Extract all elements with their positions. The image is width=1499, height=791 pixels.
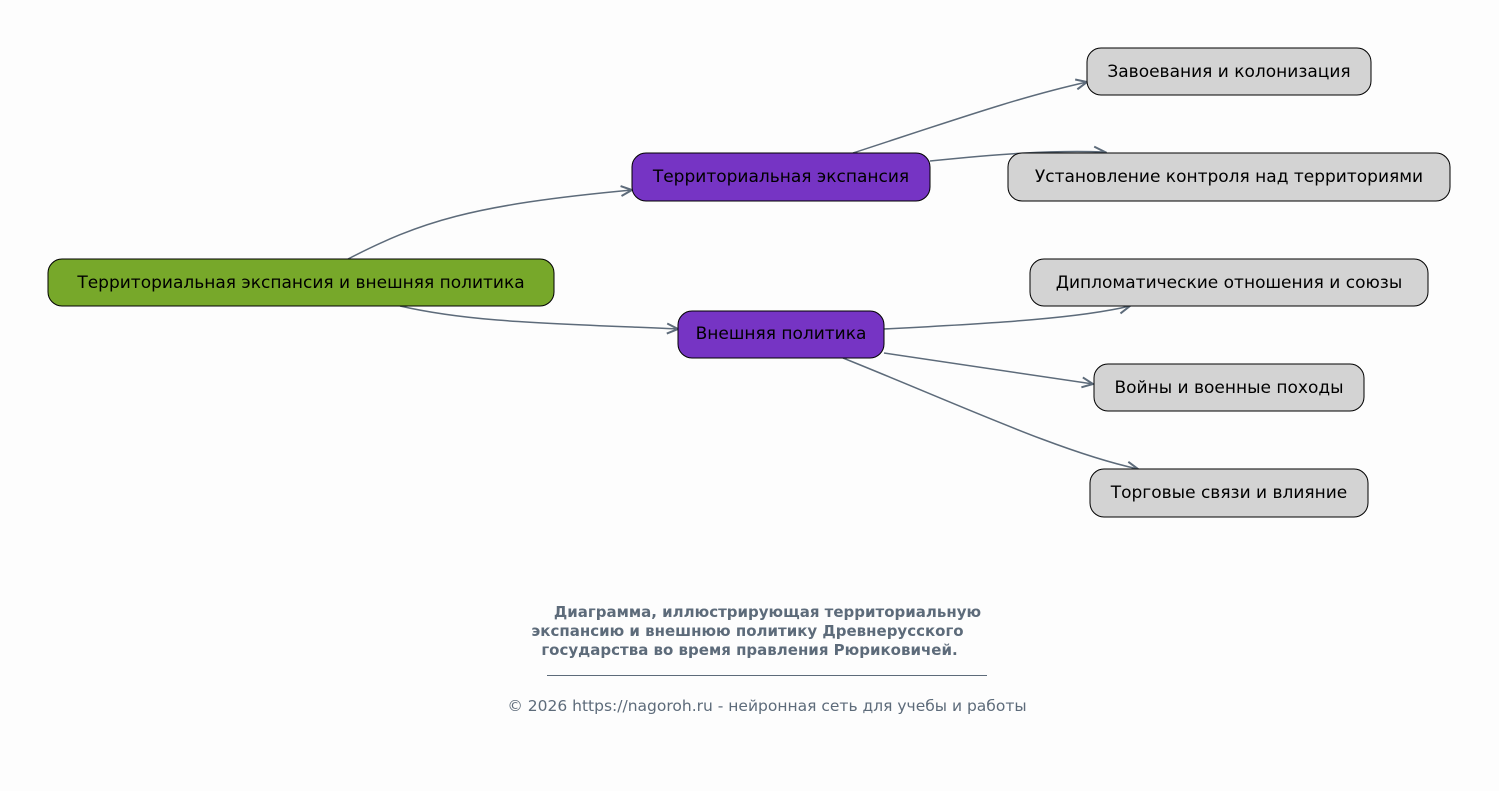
leaf-label: Торговые связи и влияние xyxy=(1110,483,1348,503)
root-node[interactable]: Территориальная экспансия и внешняя поли… xyxy=(47,258,555,307)
leaf-label: Завоевания и колонизация xyxy=(1107,62,1350,82)
edge-policy-to-diplomacy xyxy=(883,306,1130,330)
divider xyxy=(547,675,987,676)
diagram-caption: Диаграмма, иллюстрирующая территориальну… xyxy=(0,603,1499,660)
edge-policy-to-trade xyxy=(842,357,1138,469)
leaf-node-control[interactable]: Установление контроля над территориями xyxy=(1007,152,1451,202)
branch-node-foreign-policy[interactable]: Внешняя политика xyxy=(677,310,885,359)
leaf-node-trade[interactable]: Торговые связи и влияние xyxy=(1089,468,1369,518)
branch-label: Внешняя политика xyxy=(696,324,867,344)
edges xyxy=(347,82,1138,469)
caption-line: государства во время правления Рюрикович… xyxy=(541,641,958,659)
branch-node-expansion[interactable]: Территориальная экспансия xyxy=(631,152,931,202)
copyright-footer: © 2026 https://nagoroh.ru - нейронная се… xyxy=(507,697,1027,715)
edge-root-to-expansion xyxy=(347,190,632,260)
root-node-label: Территориальная экспансия и внешняя поли… xyxy=(76,273,524,293)
leaf-node-diplomacy[interactable]: Дипломатические отношения и союзы xyxy=(1029,258,1429,307)
edge-root-to-foreign-policy xyxy=(399,305,678,329)
caption-line: экспансию и внешнюю политику Древнерусск… xyxy=(531,622,964,640)
leaf-label: Войны и военные походы xyxy=(1114,378,1343,398)
leaf-label: Установление контроля над территориями xyxy=(1035,167,1423,187)
leaf-label: Дипломатические отношения и союзы xyxy=(1056,273,1403,293)
edge-policy-to-wars xyxy=(883,352,1093,384)
branch-label: Территориальная экспансия xyxy=(652,167,909,187)
caption-line: Диаграмма, иллюстрирующая территориальну… xyxy=(553,603,982,621)
edge-expansion-to-conquest xyxy=(852,82,1087,154)
leaf-node-wars[interactable]: Войны и военные походы xyxy=(1093,363,1365,412)
leaf-node-conquest[interactable]: Завоевания и колонизация xyxy=(1086,47,1372,96)
